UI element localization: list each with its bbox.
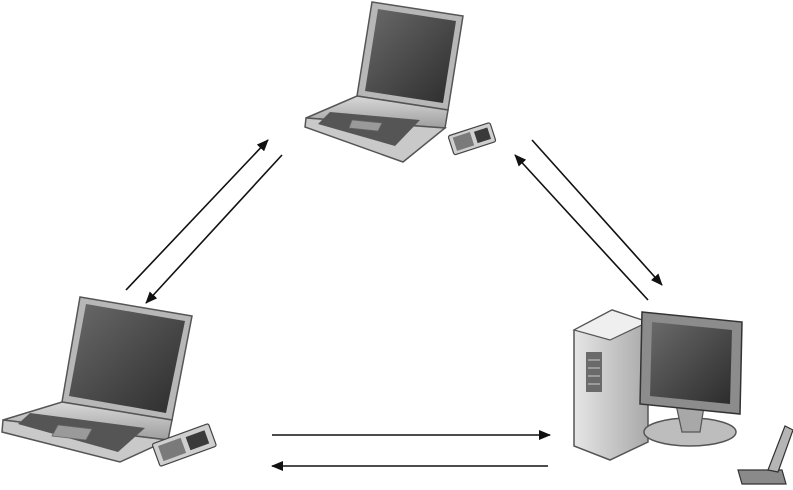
desktop-computer: [572, 309, 793, 485]
monitor-icon: [639, 311, 743, 447]
arrow-top-to-left: [145, 154, 283, 304]
arrow-left-to-top: [125, 139, 269, 291]
laptop-left: [1, 296, 217, 467]
tower-icon: [572, 309, 650, 461]
usb-adapter-icon: [737, 425, 793, 485]
arrow-desktop-to-top: [514, 154, 649, 301]
wireless-card-icon: [151, 423, 217, 467]
laptop-icon: [304, 1, 464, 163]
laptop-icon: [1, 296, 193, 463]
arrow-top-to-desktop: [531, 139, 663, 286]
wireless-card-icon: [447, 122, 497, 156]
laptop-top: [304, 1, 497, 163]
